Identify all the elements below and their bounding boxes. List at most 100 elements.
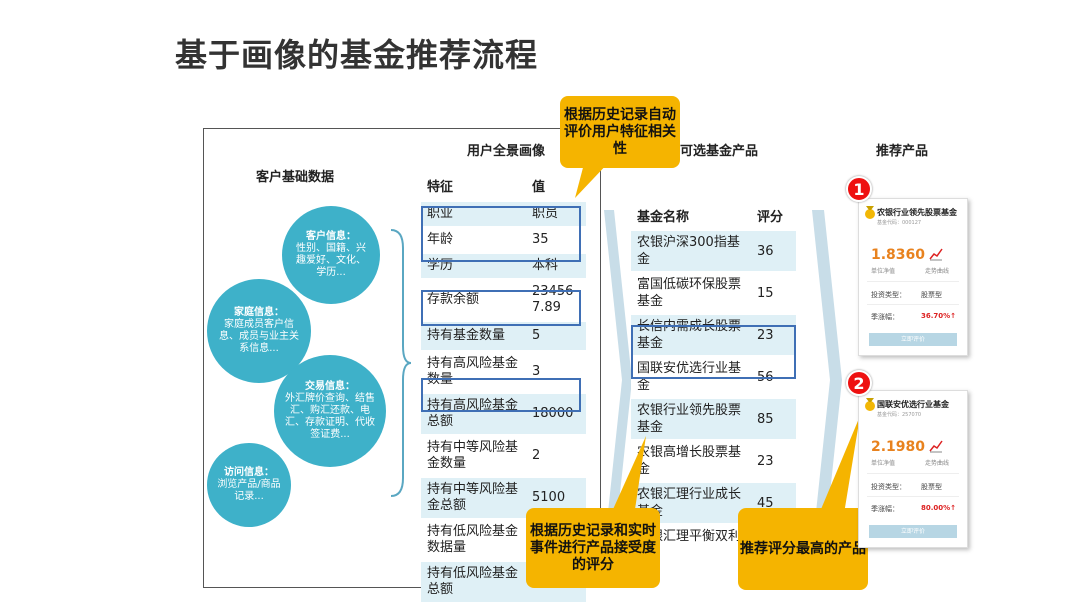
- fund-name: 国联安优选行业基金: [877, 400, 949, 409]
- table-cell: 18000: [532, 406, 574, 421]
- table-header: 基金名称: [637, 210, 690, 225]
- rate-button[interactable]: 立即评价: [869, 333, 957, 346]
- table-cell: 农银汇理平衡双利: [637, 529, 742, 544]
- bubble-text: 外汇牌价查询、结售汇、购汇还款、电汇、存款证明、代收签证费...: [285, 393, 375, 440]
- change-label: 季涨幅：: [871, 313, 899, 321]
- table-cell: 职业: [427, 206, 454, 221]
- bubble-visit-info: 访问信息：浏览产品/商品记录...: [207, 443, 291, 527]
- table-cell: 国联安优选行业基金: [637, 361, 742, 393]
- fund-nav: 2.1980: [871, 439, 926, 455]
- bubble-title: 访问信息：: [224, 467, 274, 478]
- table-header: 值: [532, 180, 546, 195]
- table-cell: 农银行业领先股票基金: [637, 403, 742, 435]
- table-cell: 23: [757, 453, 774, 469]
- callout-bottom-left: 根据历史记录和实时事件进行产品接受度的评分: [526, 508, 660, 588]
- type-value: 股票型: [921, 483, 942, 491]
- section-label-customer-basic: 客户基础数据: [256, 170, 335, 185]
- trend-chart-icon: [929, 248, 943, 261]
- highlight-box: [421, 206, 581, 262]
- bubble-text: 家庭成员客户信息、成员与业主关系信息...: [219, 319, 299, 354]
- table-header: 特征: [427, 180, 454, 195]
- callout-pointer: [575, 160, 611, 198]
- bubble-title: 客户信息：: [306, 231, 356, 242]
- rank-badge: 2: [846, 370, 872, 396]
- recommended-card[interactable]: 国联安优选行业基金 基金代码：257070 2.1980 单位净值 走势曲线 投…: [858, 390, 968, 548]
- bubble-title: 交易信息：: [305, 381, 355, 392]
- type-label: 投资类型：: [871, 483, 906, 491]
- bubble-transaction-info: 交易信息：外汇牌价查询、结售汇、购汇还款、电汇、存款证明、代收签证费...: [274, 355, 386, 467]
- bubble-title: 家庭信息：: [234, 307, 284, 318]
- table-row: 持有中等风险基金数量 2: [421, 436, 586, 478]
- table-row: 年龄 35: [421, 228, 586, 254]
- fund-name: 农银行业领先股票基金: [877, 208, 957, 217]
- medal-icon: [865, 398, 875, 411]
- section-label-recommended: 推荐产品: [876, 144, 929, 159]
- table-cell: 36: [757, 243, 774, 259]
- table-row: 富国低碳环保股票基金 15: [631, 273, 796, 315]
- divider: [867, 281, 959, 282]
- trend-label: 走势曲线: [925, 268, 950, 275]
- change-value: 80.00%↑: [921, 504, 957, 512]
- callout-pointer: [610, 436, 646, 516]
- callout-text: 根据历史记录自动评价用户特征相关性: [564, 106, 676, 157]
- bubble-text: 性别、国籍、兴趣爱好、文化、学历...: [296, 243, 366, 278]
- table-cell: 年龄: [427, 232, 454, 247]
- rank-badge: 1: [846, 176, 872, 202]
- flow-chevron: [604, 210, 632, 550]
- table-cell: 23: [757, 327, 774, 343]
- table-cell: 35: [532, 232, 549, 247]
- fund-code: 基金代码：257070: [877, 412, 922, 418]
- table-header-row: 基金名称 评分: [631, 206, 796, 231]
- table-cell: 存款余额: [427, 292, 480, 307]
- brace-connector: [390, 229, 412, 497]
- recommended-card[interactable]: 农银行业领先股票基金 基金代码：000127 1.8360 单位净值 走势曲线 …: [858, 198, 968, 356]
- table-cell: 农银沪深300指基金: [637, 235, 740, 267]
- divider: [867, 304, 959, 305]
- rate-button[interactable]: 立即评价: [869, 525, 957, 538]
- table-cell: 持有中等风险基金数量: [427, 440, 519, 471]
- table-cell: 85: [757, 411, 774, 427]
- divider: [867, 473, 959, 474]
- table-cell: 持有低风险基金总额: [427, 566, 519, 597]
- table-cell: 2: [532, 448, 541, 463]
- type-value: 股票型: [921, 291, 942, 299]
- divider: [867, 496, 959, 497]
- table-header-row: 特征 值: [421, 176, 586, 202]
- fund-code: 基金代码：000127: [877, 220, 922, 226]
- table-cell: 5100: [532, 490, 566, 505]
- table-cell: 持有低风险基金数据量: [427, 524, 519, 555]
- table-row: 农银沪深300指基金 36: [631, 231, 796, 273]
- table-cell: 5: [532, 328, 541, 343]
- medal-icon: [865, 206, 875, 219]
- table-row: 农银行业领先股票基金 85: [631, 399, 796, 441]
- highlight-box: [421, 290, 581, 326]
- fund-nav: 1.8360: [871, 247, 926, 263]
- callout-bottom-right: 推荐评分最高的产品: [738, 508, 868, 590]
- callout-pointer: [814, 416, 860, 526]
- trend-chart-icon: [929, 440, 943, 453]
- bubble-family-info: 家庭信息：家庭成员客户信息、成员与业主关系信息...: [207, 279, 311, 383]
- callout-top: 根据历史记录自动评价用户特征相关性: [560, 96, 680, 168]
- table-cell: 3: [532, 364, 541, 379]
- unit-label: 单位净值: [871, 268, 896, 275]
- table-cell: 45: [757, 495, 774, 511]
- unit-label: 单位净值: [871, 460, 896, 467]
- flow-chevron: [812, 210, 842, 550]
- table-header: 评分: [757, 210, 784, 225]
- bubble-text: 浏览产品/商品记录...: [217, 479, 281, 502]
- highlight-box: [631, 325, 796, 379]
- trend-label: 走势曲线: [925, 460, 950, 467]
- table-cell: 富国低碳环保股票基金: [637, 277, 742, 309]
- section-label-candidates: 可选基金产品: [680, 144, 759, 159]
- table-cell: 15: [757, 285, 774, 301]
- page-title: 基于画像的基金推荐流程: [175, 36, 539, 74]
- change-label: 季涨幅：: [871, 505, 899, 513]
